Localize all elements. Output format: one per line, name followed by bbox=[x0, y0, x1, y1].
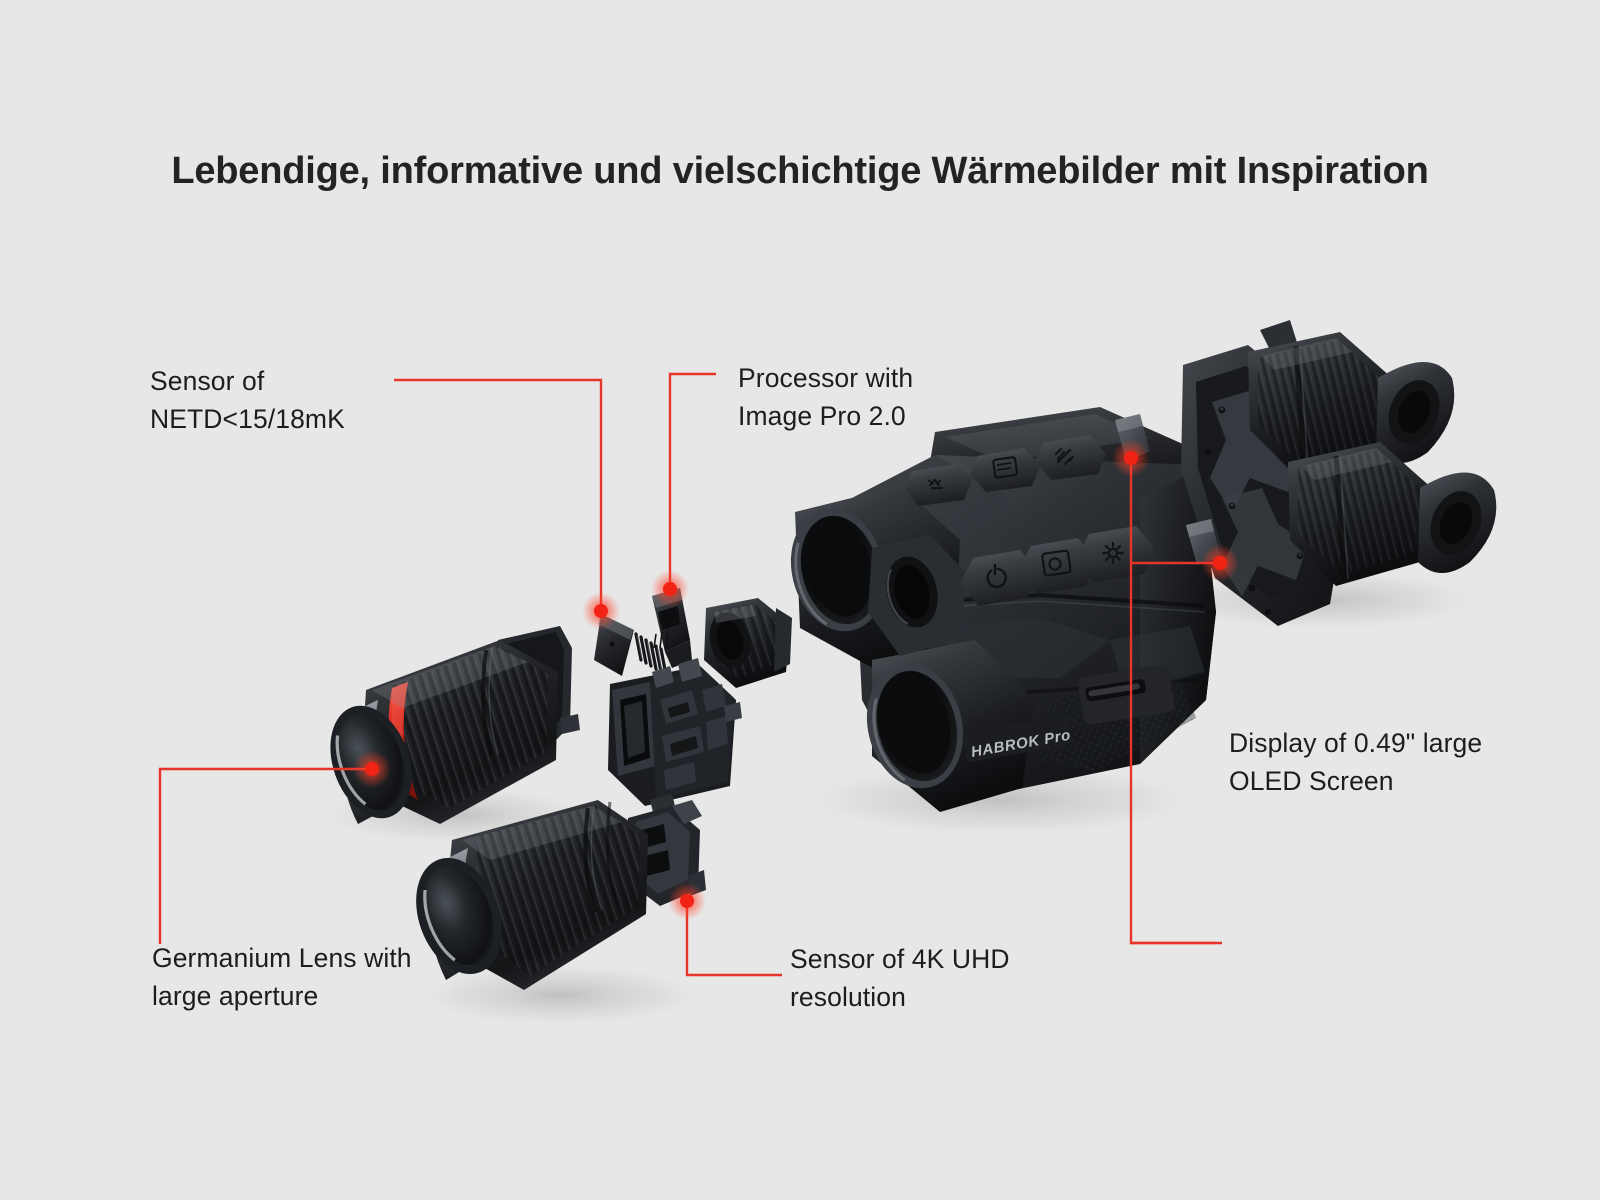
callout-label-oled-display: Display of 0.49" large OLED Screen bbox=[1229, 728, 1483, 796]
page-title: Lebendige, informative und vielschichtig… bbox=[171, 150, 1429, 192]
detector-module bbox=[608, 658, 742, 816]
callout-label-sensor-4k: Sensor of 4K UHD resolution bbox=[790, 944, 1010, 1012]
marker-dot-sensor-4k bbox=[668, 882, 706, 920]
control-bottom-row bbox=[960, 526, 1154, 606]
focus-ring-module bbox=[704, 598, 792, 688]
germanium-lens-upper bbox=[330, 626, 580, 824]
rangefinder-aperture bbox=[868, 535, 968, 656]
brightness-button bbox=[1076, 526, 1154, 582]
marker-dots bbox=[353, 439, 1239, 920]
wifi-button bbox=[1035, 435, 1106, 480]
marker-dot-oled-upper bbox=[1112, 439, 1150, 477]
leader-sensor-4k bbox=[685, 901, 782, 977]
eyepiece-lower bbox=[1288, 442, 1497, 586]
marker-dot-oled-lower bbox=[1201, 544, 1239, 582]
rangefinder-button bbox=[904, 464, 972, 506]
eyepiece-upper bbox=[1248, 320, 1455, 476]
callout-label-processor: Processor with Image Pro 2.0 bbox=[738, 363, 914, 431]
leader-oled-a bbox=[1129, 458, 1216, 945]
marker-dot-sensor-netd bbox=[582, 592, 620, 630]
marker-dot-processor bbox=[651, 570, 689, 608]
eyepiece-assembly bbox=[1181, 320, 1497, 626]
display-button bbox=[970, 448, 1040, 492]
leader-sensor-netd bbox=[394, 378, 603, 611]
germanium-lens-lower bbox=[416, 800, 706, 990]
marker-dot-germanium bbox=[353, 750, 391, 788]
power-button bbox=[960, 550, 1038, 606]
leader-germanium bbox=[158, 767, 372, 944]
objective-barrel-lower bbox=[866, 640, 1035, 812]
leader-processor bbox=[668, 372, 716, 589]
control-top-row bbox=[904, 435, 1106, 506]
main-housing: HABROK Pro bbox=[790, 407, 1216, 812]
callout-label-germanium-lens: Germanium Lens with large aperture bbox=[152, 943, 412, 1011]
callout-label-sensor-netd: Sensor of NETD<15/18mK bbox=[150, 366, 345, 434]
photo-button bbox=[1018, 538, 1096, 594]
